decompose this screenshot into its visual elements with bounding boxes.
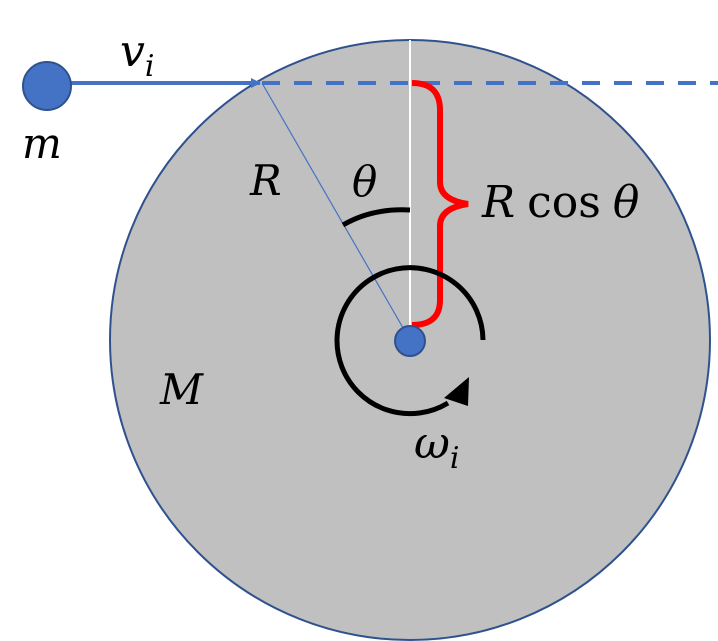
angle-arc bbox=[341, 207, 411, 228]
large-mass-label: M bbox=[159, 365, 204, 414]
radius-label: R bbox=[249, 156, 282, 205]
angular-velocity-subscript: i bbox=[450, 441, 460, 476]
lever-arm-brace bbox=[411, 80, 469, 328]
radius-line bbox=[261, 82, 411, 341]
angular-velocity-label: ωi bbox=[414, 418, 460, 476]
rotation-arrowhead-icon bbox=[444, 377, 469, 406]
velocity-subscript: i bbox=[145, 49, 155, 84]
small-mass-label: m bbox=[22, 119, 62, 168]
rotation-arrow-icon bbox=[334, 265, 486, 417]
small-mass-icon bbox=[22, 61, 72, 111]
angle-label: θ bbox=[352, 157, 377, 206]
axle-icon bbox=[394, 325, 426, 357]
velocity-label: vi bbox=[120, 26, 154, 84]
